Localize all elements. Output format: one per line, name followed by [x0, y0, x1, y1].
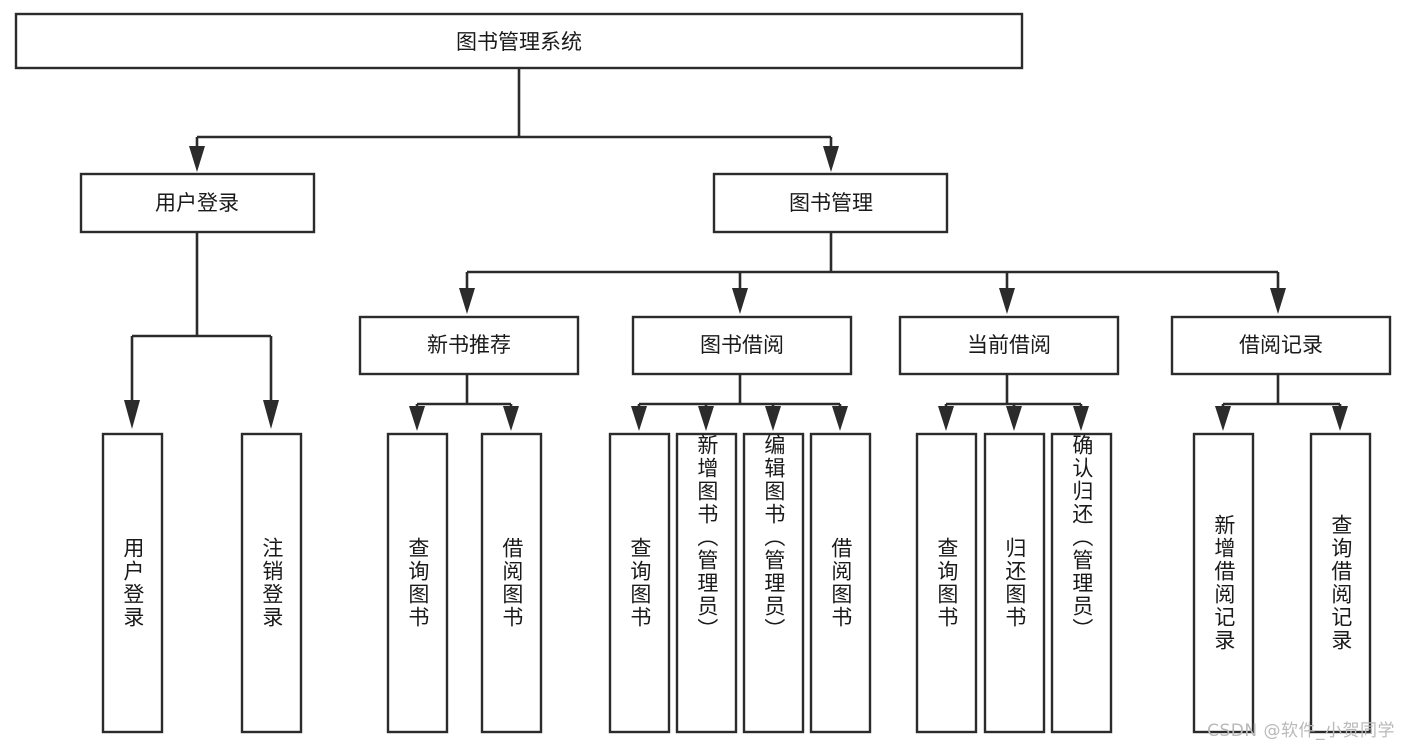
- node-current-borrow[interactable]: 当前借阅: [898, 315, 1120, 376]
- leaf-box-borrow-record-0[interactable]: [1192, 432, 1255, 734]
- connector-new-book-to-leaves: [409, 374, 519, 431]
- arrow-user-login-leaf-1: [124, 400, 140, 429]
- leaf-box-book-borrow-1[interactable]: [675, 432, 738, 734]
- leaf-box-book-borrow-2[interactable]: [742, 432, 805, 734]
- leaf-group-user-login: [101, 432, 303, 734]
- node-root[interactable]: 图书管理系统: [14, 12, 1024, 70]
- arrow-book-borrow-leaf-4: [832, 406, 848, 431]
- arrow-to-borrow-record: [1270, 288, 1286, 314]
- node-new-book-label: 新书推荐: [427, 333, 511, 357]
- node-root-box[interactable]: [14, 12, 1024, 70]
- node-book-manage-box[interactable]: [712, 172, 949, 234]
- arrow-new-book-leaf-1: [409, 406, 425, 431]
- node-borrow-record-label: 借阅记录: [1239, 333, 1323, 357]
- connector-borrow-record-to-leaves: [1215, 374, 1348, 431]
- leaf-box-borrow-record-1[interactable]: [1309, 432, 1372, 734]
- leaf-box-new-book-1[interactable]: [480, 432, 543, 734]
- leaf-box-current-borrow-1[interactable]: [983, 432, 1046, 734]
- leaf-box-book-borrow-3[interactable]: [809, 432, 872, 734]
- arrow-book-borrow-leaf-2: [698, 406, 714, 431]
- connector-user-login-to-leaves: [124, 232, 279, 429]
- leaf-group-new-book: [386, 432, 543, 734]
- arrow-borrow-record-leaf-2: [1332, 406, 1348, 431]
- node-book-borrow-label: 图书借阅: [700, 333, 784, 357]
- node-new-book-box[interactable]: [358, 315, 580, 376]
- arrow-current-borrow-leaf-3: [1073, 406, 1089, 431]
- node-borrow-record-box[interactable]: [1170, 315, 1392, 376]
- arrow-user-login-leaf-2: [263, 400, 279, 429]
- node-book-borrow-box[interactable]: [631, 315, 853, 376]
- arrow-to-book-manage: [823, 146, 839, 172]
- leaf-box-current-borrow-2[interactable]: [1050, 432, 1113, 734]
- leaf-group-book-borrow: [608, 432, 872, 734]
- arrow-new-book-leaf-2: [503, 406, 519, 431]
- node-root-label: 图书管理系统: [456, 30, 582, 54]
- node-user-login-box[interactable]: [79, 172, 316, 234]
- node-borrow-record[interactable]: 借阅记录: [1170, 315, 1392, 376]
- arrow-current-borrow-leaf-1: [938, 406, 954, 431]
- connector-book-borrow-to-leaves: [631, 374, 848, 431]
- node-book-manage-label: 图书管理: [789, 191, 873, 215]
- leaf-group-current-borrow: [915, 432, 1113, 734]
- node-current-borrow-label: 当前借阅: [967, 333, 1051, 357]
- arrow-borrow-record-leaf-1: [1215, 406, 1231, 431]
- connector-root-to-level1: [189, 68, 839, 172]
- node-book-manage[interactable]: 图书管理: [712, 172, 949, 234]
- leaf-box-new-book-0[interactable]: [386, 432, 449, 734]
- connector-book-manage-to-level2: [459, 232, 1286, 314]
- node-user-login-label: 用户登录: [155, 191, 239, 215]
- arrow-to-new-book: [459, 288, 475, 314]
- node-user-login[interactable]: 用户登录: [79, 172, 316, 234]
- connector-current-borrow-to-leaves: [938, 374, 1089, 431]
- leaf-box-user-login-0[interactable]: [101, 432, 164, 734]
- arrow-to-book-borrow: [732, 288, 748, 314]
- leaf-box-book-borrow-0[interactable]: [608, 432, 671, 734]
- node-book-borrow[interactable]: 图书借阅: [631, 315, 853, 376]
- arrow-to-user-login: [189, 146, 205, 172]
- node-current-borrow-box[interactable]: [898, 315, 1120, 376]
- arrow-book-borrow-leaf-1: [631, 406, 647, 431]
- leaf-box-user-login-1[interactable]: [240, 432, 303, 734]
- node-new-book[interactable]: 新书推荐: [358, 315, 580, 376]
- leaf-group-borrow-record: [1192, 432, 1372, 734]
- arrow-book-borrow-leaf-3: [765, 406, 781, 431]
- arrow-current-borrow-leaf-2: [1006, 406, 1022, 431]
- arrow-to-current-borrow: [999, 288, 1015, 314]
- leaf-box-current-borrow-0[interactable]: [915, 432, 978, 734]
